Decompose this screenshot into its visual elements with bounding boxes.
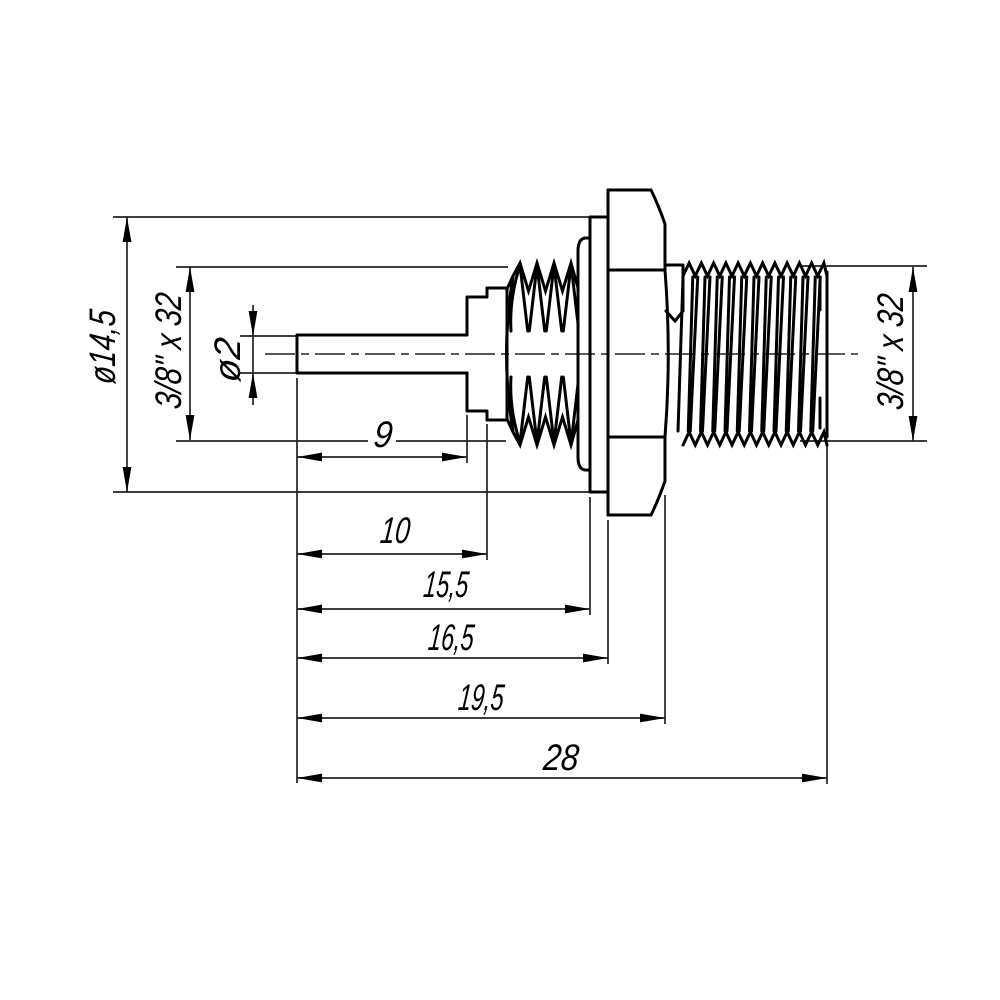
left-thread [505,257,580,451]
dim-label-9: 9 [372,415,395,456]
arrowhead [185,415,195,440]
neck-ring [576,236,592,472]
arrowhead [185,267,195,292]
arrowhead [297,773,322,783]
arrowhead [297,713,322,723]
contact-pin [295,333,469,375]
dim-label-28: 28 [541,738,581,779]
flange [588,188,610,517]
hex-nut [606,188,670,517]
right-thread [676,258,829,449]
arrowhead [565,604,590,614]
arrowhead [802,773,827,783]
arrowhead [297,604,322,614]
arrowhead [908,267,918,292]
dim-label-pin-diameter: ø2 [206,335,247,384]
dim-label-flange-diameter: ø14,5 [83,307,124,386]
arrowhead [640,713,665,723]
dimension-labels: ø14,5 3/8" x 32 ø2 9 10 15,5 16,5 19,5 2… [83,290,912,778]
dim-label-16-5: 16,5 [426,617,476,659]
arrowhead [462,549,487,559]
arrowhead [297,452,322,462]
step-small [465,286,489,422]
dim-label-left-thread: 3/8" x 32 [149,290,190,410]
dimension-lines [122,217,918,783]
arrowhead [297,549,322,559]
dim-label-19-5: 19,5 [456,677,506,719]
arrowhead [248,373,258,398]
arrowhead [583,653,608,663]
arrowhead [442,452,467,462]
dim-label-10: 10 [378,510,412,551]
arrowhead [297,653,322,663]
part-geometry [265,188,858,517]
arrowhead [122,217,132,242]
dim-label-right-thread: 3/8" x 32 [871,291,912,411]
dim-label-15-5: 15,5 [422,563,472,605]
arrowhead [248,311,258,336]
arrowhead [908,416,918,441]
arrowhead [122,467,132,492]
extension-lines [113,216,927,784]
